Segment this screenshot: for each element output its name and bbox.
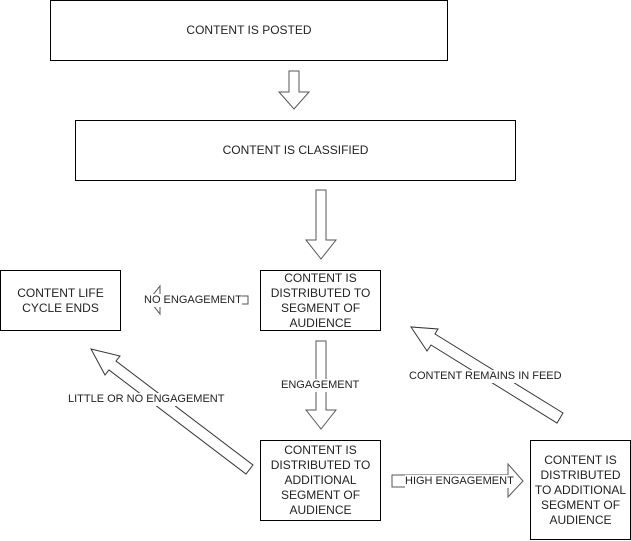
node-label: CONTENT IS DISTRIBUTED TO SEGMENT OF AUD… — [270, 270, 371, 330]
arrow-classified-to-distributed — [304, 189, 338, 260]
edge-label-no-engagement: NO ENGAGEMENT — [144, 294, 242, 307]
node-life-cycle-ends[interactable]: CONTENT LIFE CYCLE ENDS — [0, 270, 121, 331]
node-label: CONTENT IS POSTED — [186, 23, 312, 37]
node-distributed-additional-2[interactable]: CONTENT IS DISTRIBUTED TO ADDITIONAL SEG… — [530, 440, 631, 540]
edge-label-little-or-no-engagement: LITTLE OR NO ENGAGEMENT — [68, 393, 225, 406]
edge-label-content-remains-in-feed: CONTENT REMAINS IN FEED — [409, 370, 562, 383]
node-content-classified[interactable]: CONTENT IS CLASSIFIED — [75, 120, 516, 181]
node-distributed-segment[interactable]: CONTENT IS DISTRIBUTED TO SEGMENT OF AUD… — [260, 270, 381, 331]
node-content-posted[interactable]: CONTENT IS POSTED — [50, 0, 448, 61]
arrow-posted-to-classified — [277, 70, 311, 110]
node-label: CONTENT IS DISTRIBUTED TO ADDITIONAL SEG… — [534, 452, 627, 527]
node-label: CONTENT IS DISTRIBUTED TO ADDITIONAL SEG… — [270, 443, 371, 517]
edge-label-engagement: ENGAGEMENT — [281, 379, 360, 392]
node-label: CONTENT IS CLASSIFIED — [222, 143, 369, 157]
arrow-little-or-no-engagement — [90, 348, 254, 475]
node-label: CONTENT LIFE CYCLE ENDS — [17, 285, 104, 315]
edge-label-high-engagement: HIGH ENGAGEMENT — [405, 475, 514, 488]
node-distributed-additional[interactable]: CONTENT IS DISTRIBUTED TO ADDITIONAL SEG… — [260, 440, 381, 521]
